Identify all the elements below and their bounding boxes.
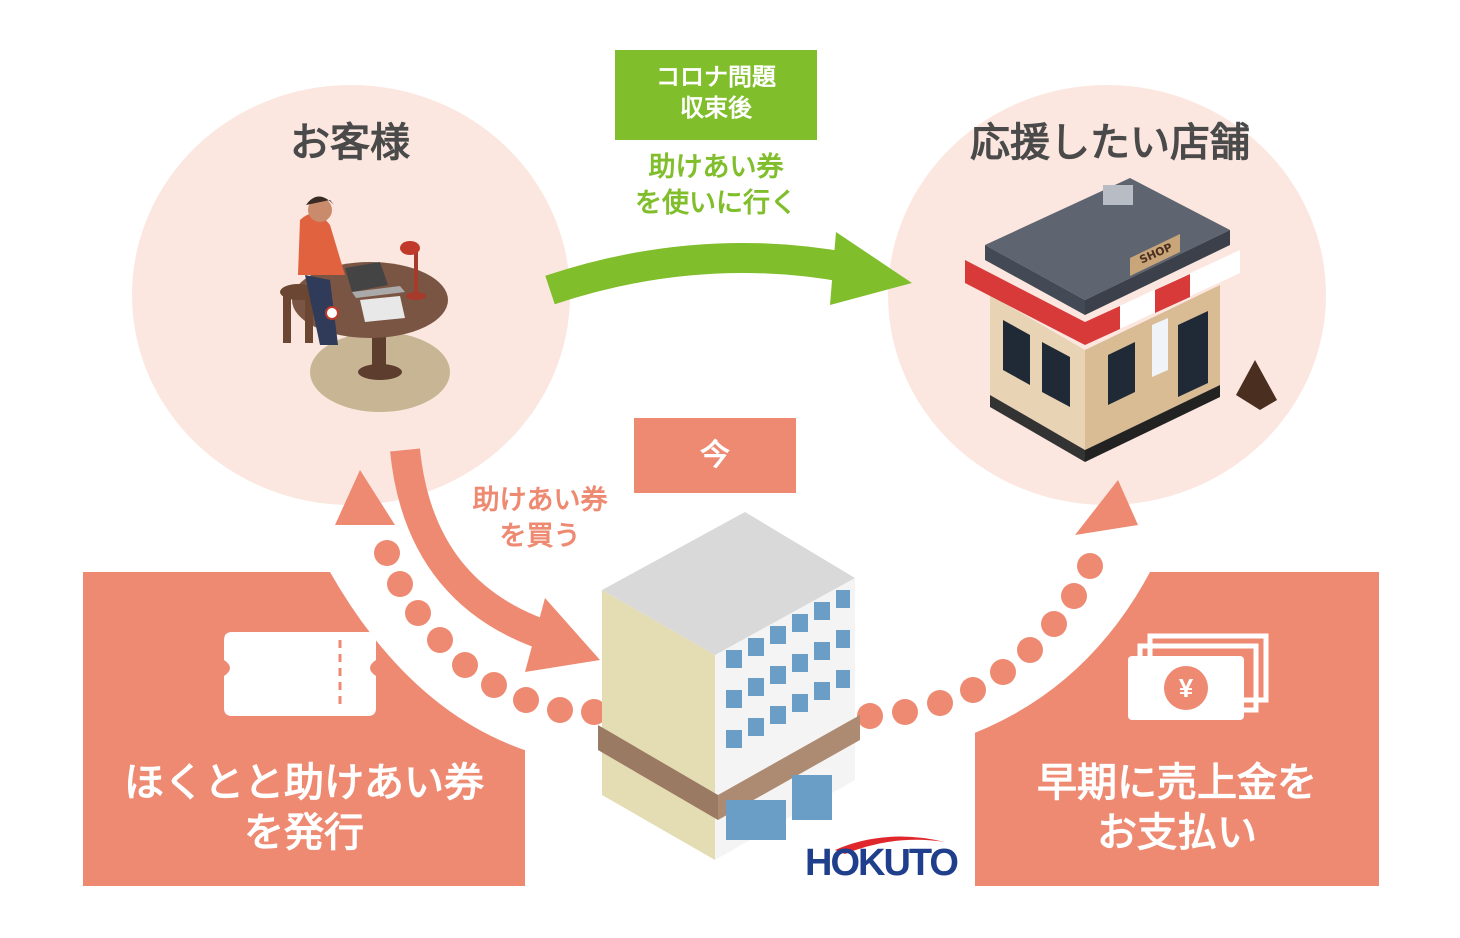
after-action-line2: を使いに行く	[635, 188, 797, 220]
after-badge-line2: 収束後	[680, 94, 752, 123]
pay-dotted-arrow	[857, 480, 1138, 729]
after-badge-line1: コロナ問題	[656, 63, 776, 91]
ticket-icon	[224, 632, 376, 716]
yen-bills-icon: ¥	[1128, 633, 1269, 720]
hokuto-logo: HOKUTO	[805, 828, 959, 888]
shop-label: 応援したい店舗	[970, 120, 1250, 166]
after-badge: コロナ問題 収束後	[615, 50, 817, 140]
now-action-line2: を買う	[499, 521, 581, 553]
logo-swoosh-icon	[835, 836, 945, 854]
customer-illustration	[280, 196, 450, 412]
issue-dotted-arrow	[335, 470, 607, 725]
now-badge: 今	[634, 418, 796, 493]
green-arrow	[545, 232, 912, 305]
pay-line1: 早期に売上金を	[1037, 760, 1317, 806]
after-action-line1: 助けあい券	[648, 152, 784, 183]
svg-text:¥: ¥	[1179, 673, 1194, 703]
now-action-line1: 助けあい券	[472, 485, 608, 516]
issue-text: ほくとと助けあい券 を発行	[83, 758, 525, 858]
after-action: 助けあい券 を使いに行く	[596, 150, 836, 223]
building-illustration	[598, 512, 860, 860]
issue-line1: ほくとと助けあい券	[124, 760, 484, 806]
issue-line2: を発行	[244, 810, 364, 856]
buy-arrow	[390, 448, 600, 672]
pay-text: 早期に売上金を お支払い	[975, 758, 1379, 858]
customer-label: お客様	[290, 120, 410, 166]
pay-line2: お支払い	[1097, 810, 1257, 856]
now-action: 助けあい券 を買う	[430, 483, 650, 556]
logo-text: HOKUTO	[805, 842, 959, 884]
shop-illustration	[965, 178, 1277, 462]
